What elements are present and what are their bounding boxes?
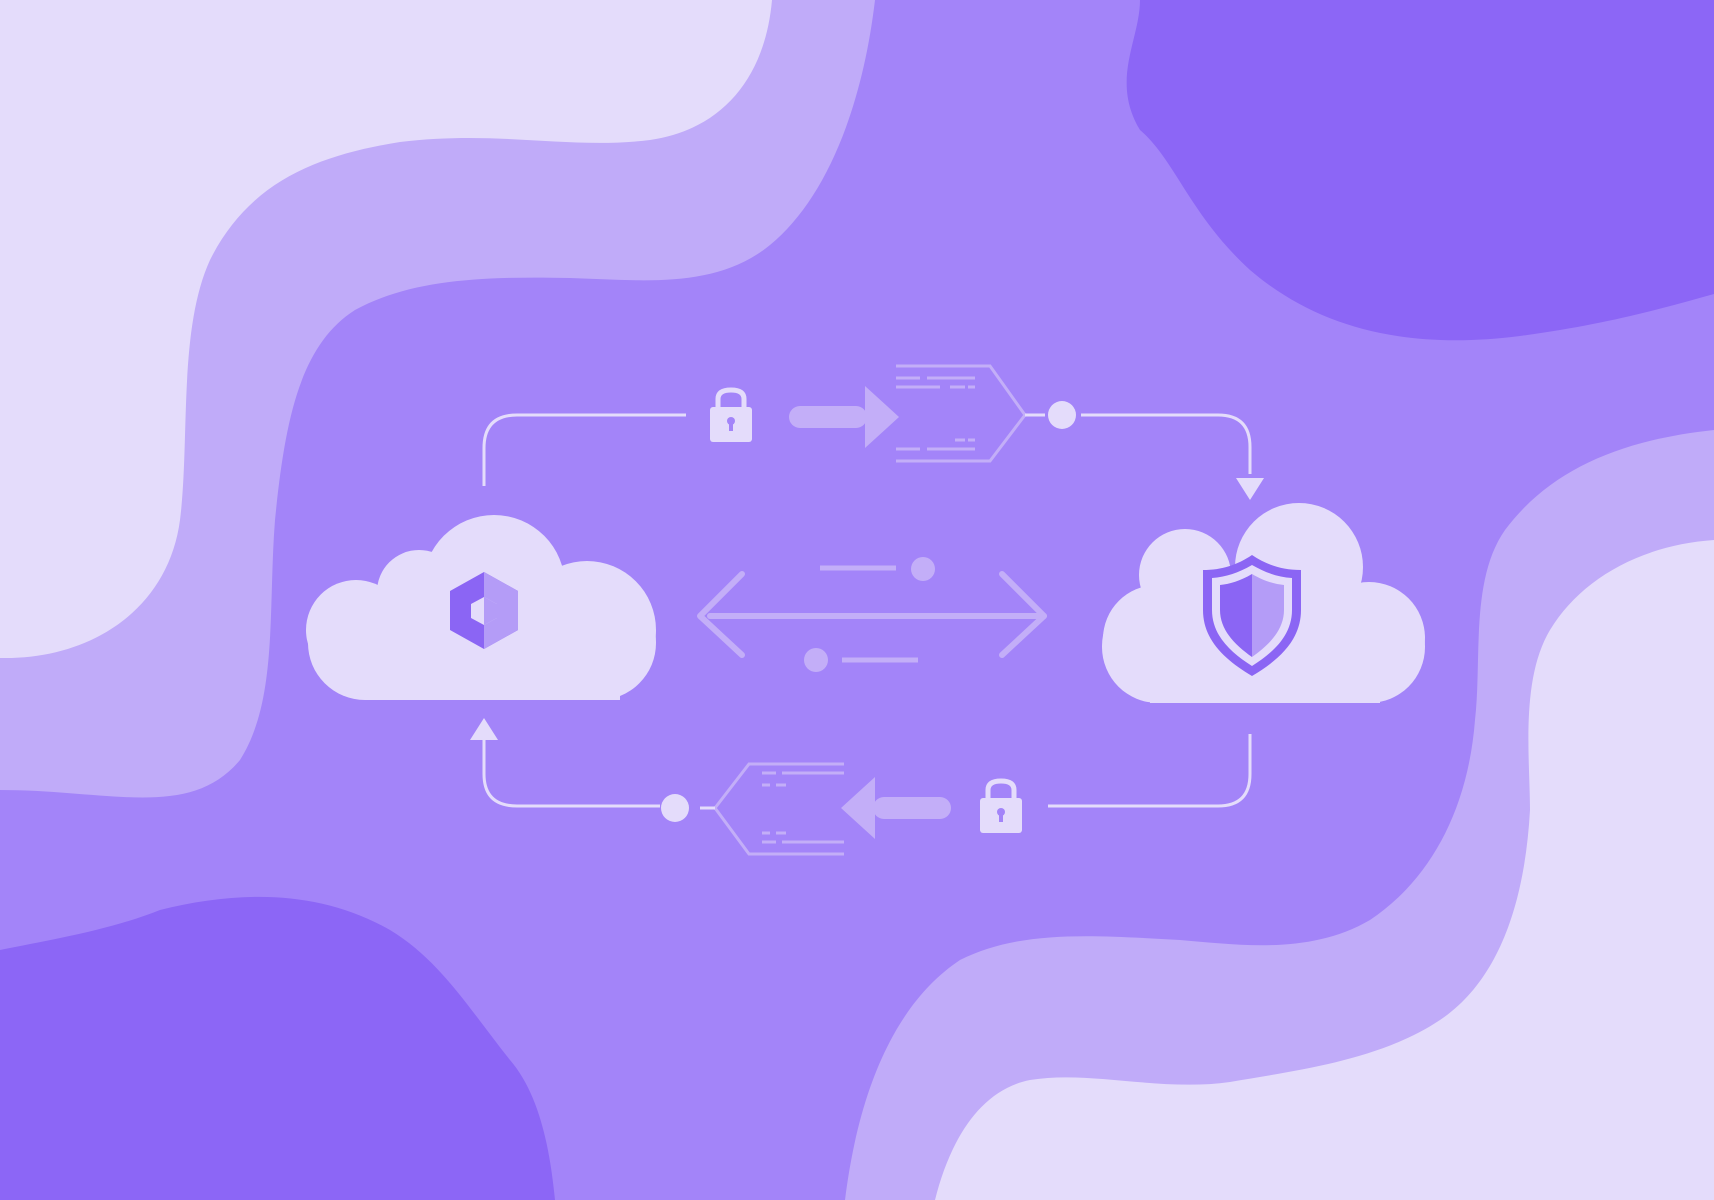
arrow-up-icon: [470, 718, 498, 740]
top-left-connector-line: [482, 413, 686, 486]
lock-icon: [710, 387, 752, 442]
bottom-right-light-blob: [935, 540, 1714, 1200]
arrow-down-icon: [1236, 478, 1264, 500]
hexagon-cube-icon: [450, 572, 518, 649]
packet-data-lines: [762, 771, 844, 844]
top-left-light-blob: [0, 0, 772, 659]
arrow-left-icon: [841, 777, 951, 839]
packet-data-lines: [896, 376, 975, 451]
bottom-left-deep-blob: [0, 896, 555, 1200]
data-packet-icon: [896, 364, 1076, 463]
top-flow-connector: [482, 413, 1252, 486]
bottom-flow-connector: [482, 734, 1252, 808]
double-arrow-icon: [697, 557, 1047, 672]
lock-icon: [980, 778, 1022, 833]
bottom-right-connector-line: [1048, 734, 1252, 808]
destination-cloud: [1102, 503, 1425, 703]
shield-icon: [1203, 555, 1301, 676]
connector-node: [661, 794, 689, 822]
data-packet-icon: [661, 762, 844, 856]
top-right-connector-line: [1081, 413, 1252, 474]
top-right-deep-blob: [1126, 0, 1714, 341]
bottom-left-connector-line: [482, 740, 660, 808]
arrow-right-icon: [789, 386, 899, 448]
source-cloud: [306, 515, 656, 700]
connector-node: [1048, 401, 1076, 429]
